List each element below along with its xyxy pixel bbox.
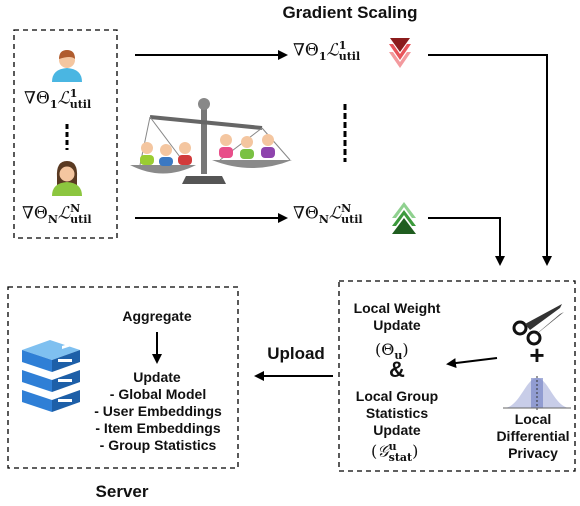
server-stack-icon: [22, 340, 80, 412]
server-item: - Item Embeddings: [95, 420, 221, 436]
arrow-dp-to-update: [446, 357, 498, 368]
server-item: - User Embeddings: [94, 403, 222, 419]
server-caption: Server: [95, 482, 149, 501]
ldp-label: Local Differential Privacy: [496, 411, 570, 461]
aggregate-label: Aggregate: [122, 308, 192, 324]
gradient-scaling-title: Gradient Scaling: [282, 3, 418, 22]
female-user-icon: [52, 161, 82, 196]
server-item: - Group Statistics: [99, 437, 217, 453]
server-items-list: - Global Model - User Embeddings - Item …: [82, 386, 234, 454]
arrow-bottom-to-local: [428, 217, 505, 266]
server-item: - Global Model: [109, 386, 207, 402]
scissors-icon: [512, 304, 564, 346]
plus-sign: +: [529, 340, 545, 370]
upload-label: Upload: [267, 344, 325, 363]
theta-u-label: (Θu): [375, 340, 409, 363]
up-double-chevron-icon: [392, 202, 416, 234]
down-double-chevron-icon: [389, 38, 411, 68]
server-update-label: Update: [133, 369, 181, 385]
balance-scale-icon: [130, 98, 292, 184]
local-box: [338, 280, 576, 472]
ampersand-label: &: [389, 357, 405, 382]
male-user-icon: [52, 50, 82, 82]
arrow-top-to-local: [428, 54, 552, 266]
server-box: [7, 286, 239, 469]
clients-box: [13, 29, 118, 239]
local-weight-update-label: Local Weight Update: [353, 300, 441, 333]
local-group-stats-label: Local Group Statistics Update: [355, 388, 439, 438]
gaussian-curve-icon: [503, 376, 571, 410]
